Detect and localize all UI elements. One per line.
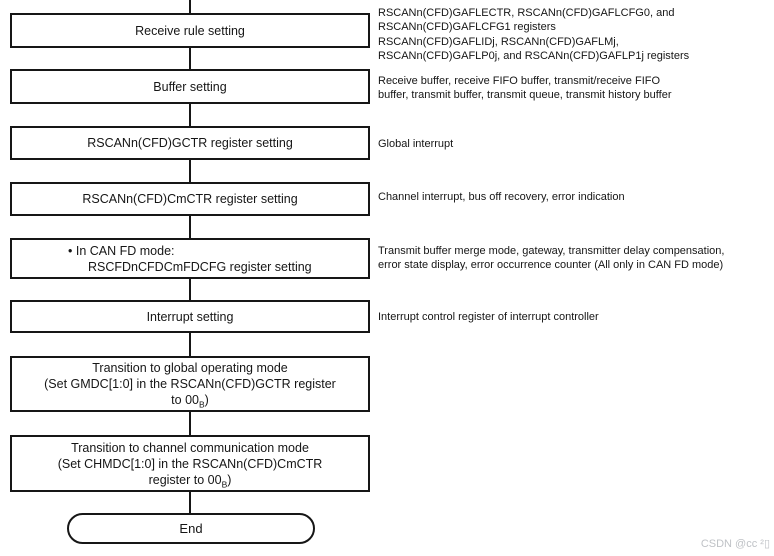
step-line-2: (Set GMDC[1:0] in the RSCANn(CFD)GCTR re…: [44, 377, 336, 391]
step-interrupt-setting: Interrupt setting: [10, 300, 370, 333]
end-terminator: End: [67, 513, 315, 544]
step-gctr-register-setting: RSCANn(CFD)GCTR register setting: [10, 126, 370, 160]
step-label: RSCANn(CFD)GCTR register setting: [87, 136, 293, 150]
step-canfd-fdcfg-register-setting: • In CAN FD mode: RSCFDnCFDCmFDCFG regis…: [10, 238, 370, 279]
subscript-b: B: [198, 399, 205, 410]
step-transition-global-operating-mode: Transition to global operating mode (Set…: [10, 356, 370, 412]
step-line-1: Transition to channel communication mode: [71, 440, 309, 455]
step-line-1: • In CAN FD mode:: [68, 243, 175, 258]
step-transition-channel-communication-mode: Transition to channel communication mode…: [10, 435, 370, 492]
step-label: RSCANn(CFD)CmCTR register setting: [82, 192, 298, 206]
annotation-channel-interrupt: Channel interrupt, bus off recovery, err…: [378, 191, 625, 203]
step-label: Interrupt setting: [146, 309, 234, 324]
step-line-3: register to 00B): [148, 472, 232, 489]
annotation-global-interrupt: Global interrupt: [378, 138, 454, 150]
step-label: Receive rule setting: [135, 23, 245, 38]
annotation-receive-rule-registers: RSCANn(CFD)GAFLECTR, RSCANn(CFD)GAFLCFG0…: [378, 7, 690, 63]
annotation-canfd-features: Transmit buffer merge mode, gateway, tra…: [378, 245, 725, 272]
step-line-1: Transition to global operating mode: [92, 361, 288, 375]
annotation-buffers: Receive buffer, receive FIFO buffer, tra…: [378, 75, 672, 102]
subscript-b: B: [221, 479, 228, 489]
step-buffer-setting: Buffer setting: [10, 69, 370, 104]
step-receive-rule-setting: Receive rule setting: [10, 13, 370, 48]
step-line-3: to 00B): [171, 393, 209, 410]
step-line-2: RSCFDnCFDCmFDCFG register setting: [88, 259, 312, 274]
csdn-watermark: CSDN @cc ²▯: [700, 538, 770, 550]
annotation-interrupt-controller: Interrupt control register of interrupt …: [378, 311, 599, 323]
step-cmctr-register-setting: RSCANn(CFD)CmCTR register setting: [10, 182, 370, 216]
end-label: End: [179, 521, 203, 536]
step-line-2: (Set CHMDC[1:0] in the RSCANn(CFD)CmCTR: [57, 456, 323, 471]
step-label: Buffer setting: [153, 79, 227, 94]
